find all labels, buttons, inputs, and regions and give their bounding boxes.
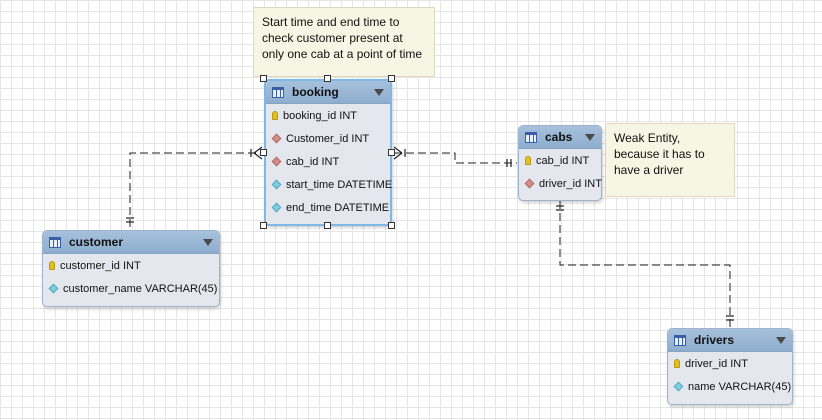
column-row[interactable]: cab_id INT: [266, 150, 390, 173]
foreign-key-icon: [524, 178, 535, 189]
column-row[interactable]: customer_name VARCHAR(45): [43, 277, 219, 300]
resize-handle-top-right[interactable]: [388, 75, 395, 82]
foreign-key-icon: [271, 156, 282, 167]
table-icon: [525, 131, 537, 143]
resize-handle-right[interactable]: [388, 149, 395, 156]
primary-key-icon: [272, 111, 278, 120]
column-label: name VARCHAR(45): [688, 380, 792, 393]
drivers-table[interactable]: drivers driver_id INT name VARCHAR(45): [667, 328, 793, 405]
customer-booking-link: [129, 152, 262, 227]
column-row[interactable]: customer_id INT: [43, 254, 219, 277]
column-label: customer_id INT: [60, 259, 141, 272]
booking-note-line: only one cab at a point of time: [262, 47, 423, 61]
column-label: driver_id INT: [539, 177, 602, 190]
cabs-table-header[interactable]: cabs: [519, 126, 601, 149]
column-row[interactable]: booking_id INT: [266, 104, 390, 127]
cabs-drivers-link: [559, 201, 731, 327]
booking-table[interactable]: booking booking_id INT Customer_id INT c…: [264, 79, 392, 226]
booking-note-line: Start time and end time to: [262, 15, 400, 29]
booking-note[interactable]: Start time and end time to check custome…: [253, 7, 435, 77]
column-row[interactable]: driver_id INT: [519, 172, 602, 195]
resize-handle-bottom[interactable]: [324, 222, 331, 229]
booking-right-many-marker: [393, 146, 403, 154]
primary-key-icon: [49, 261, 55, 270]
table-title: drivers: [694, 333, 735, 347]
table-icon: [674, 334, 686, 346]
table-icon: [272, 86, 284, 98]
column-label: cab_id INT: [286, 155, 340, 168]
chevron-down-icon[interactable]: [776, 336, 786, 344]
customer-table[interactable]: customer customer_id INT customer_name V…: [42, 230, 220, 307]
booking-cabs-link: [394, 152, 517, 164]
primary-key-icon: [674, 359, 680, 368]
chevron-down-icon[interactable]: [203, 238, 213, 246]
resize-handle-top[interactable]: [324, 75, 331, 82]
cabs-note-line: Weak Entity,: [614, 131, 681, 145]
column-label: start_time DATETIME: [286, 178, 393, 191]
column-row[interactable]: start_time DATETIME: [266, 173, 393, 196]
column-row[interactable]: name VARCHAR(45): [668, 375, 792, 398]
resize-handle-bottom-right[interactable]: [388, 222, 395, 229]
chevron-down-icon[interactable]: [585, 133, 595, 141]
drivers-table-header[interactable]: drivers: [668, 329, 792, 352]
cabs-table[interactable]: cabs cab_id INT driver_id INT: [518, 125, 602, 201]
column-label: booking_id INT: [283, 109, 357, 122]
foreign-key-icon: [271, 133, 282, 144]
resize-handle-top-left[interactable]: [260, 75, 267, 82]
table-title: customer: [69, 235, 124, 249]
primary-key-icon: [525, 156, 531, 165]
column-label: Customer_id INT: [286, 132, 370, 145]
table-title: booking: [292, 85, 339, 99]
column-row[interactable]: Customer_id INT: [266, 127, 390, 150]
cabs-note[interactable]: Weak Entity, because it has to have a dr…: [605, 123, 735, 197]
column-label: end_time DATETIME: [286, 201, 390, 214]
table-icon: [49, 236, 61, 248]
cabs-note-line: because it has to: [614, 147, 705, 161]
resize-handle-bottom-left[interactable]: [260, 222, 267, 229]
table-title: cabs: [545, 130, 573, 144]
column-row[interactable]: cab_id INT: [519, 149, 601, 172]
cabs-note-line: have a driver: [614, 163, 684, 177]
booking-note-line: check customer present at: [262, 31, 403, 45]
column-row[interactable]: end_time DATETIME: [266, 196, 390, 219]
column-label: customer_name VARCHAR(45): [63, 282, 218, 295]
customer-table-header[interactable]: customer: [43, 231, 219, 254]
booking-table-header[interactable]: booking: [266, 81, 390, 104]
column-icon: [673, 381, 684, 392]
chevron-down-icon[interactable]: [374, 88, 384, 96]
column-icon: [271, 179, 282, 190]
column-icon: [271, 202, 282, 213]
column-row[interactable]: driver_id INT: [668, 352, 792, 375]
column-icon: [48, 283, 59, 294]
resize-handle-left[interactable]: [260, 149, 267, 156]
column-label: cab_id INT: [536, 154, 590, 167]
column-label: driver_id INT: [685, 357, 748, 370]
